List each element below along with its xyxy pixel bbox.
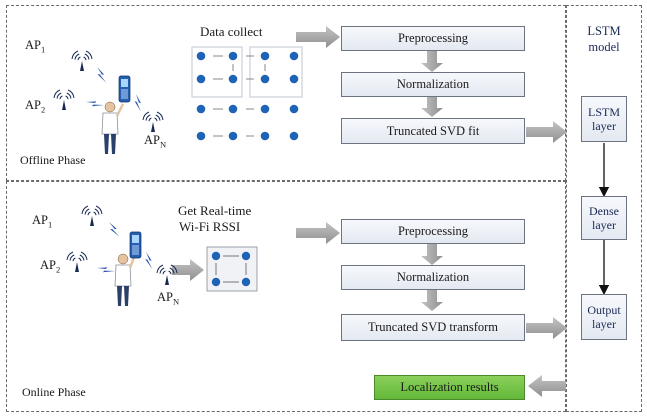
wifi-apn-online-icon	[156, 264, 178, 285]
rssi-dot	[211, 277, 221, 287]
rssi-dot	[211, 251, 221, 261]
signal-bolt-icon	[86, 101, 105, 107]
realtime-rssi-label-line1: Get Real-time	[178, 203, 252, 218]
grid-dash-lines	[213, 55, 266, 137]
offline-normalization-box: Normalization	[341, 72, 525, 97]
online-normalization-box: Normalization	[341, 265, 525, 290]
arrow-model-to-results	[528, 375, 566, 397]
dense-layer-line1: Dense	[589, 203, 619, 218]
data-point-dot	[228, 104, 238, 114]
rssi-dot	[241, 277, 251, 287]
lstm-model-title: LSTM model	[566, 24, 642, 55]
data-point-dot	[260, 104, 270, 114]
offline-person-icon	[101, 101, 125, 154]
data-point-dot	[228, 131, 238, 141]
dense-layer-box: Dense layer	[581, 196, 627, 240]
signal-bolt-icon	[134, 94, 141, 112]
truncated-svd-transform-box: Truncated SVD transform	[341, 314, 525, 341]
offline-panel	[6, 5, 566, 181]
online-ap1-label: AP1	[32, 213, 53, 230]
wifi-ap2-offline-icon	[53, 89, 75, 110]
online-preprocessing-box: Preprocessing	[341, 219, 525, 244]
lstm-layer-line1: LSTM	[587, 104, 620, 119]
localization-results-box: Localization results	[374, 375, 525, 400]
arrow-svd-fit-to-model	[526, 121, 567, 143]
data-point-dot	[196, 74, 206, 84]
realtime-rssi-label-line2: Wi-Fi RSSI	[179, 219, 241, 234]
online-panel	[6, 181, 566, 412]
truncated-svd-fit-box: Truncated SVD fit	[341, 118, 525, 144]
signal-bolt-icon	[109, 222, 120, 237]
data-point-dot	[260, 74, 270, 84]
online-phone-icon	[129, 231, 142, 259]
data-point-dot	[260, 131, 270, 141]
lstm-layer-box: LSTM layer	[581, 96, 627, 142]
data-point-dot	[289, 104, 299, 114]
model-panel	[566, 5, 642, 412]
data-collect-grid	[191, 46, 303, 98]
arrow-pre-to-norm-offline	[421, 51, 443, 72]
wifi-ap1-online-icon	[81, 205, 103, 226]
data-collect-label: Data collect	[200, 24, 263, 39]
dense-layer-line2: layer	[592, 218, 616, 232]
offline-phone-icon	[118, 75, 131, 103]
data-point-dot	[196, 131, 206, 141]
online-phase-label: Online Phase	[22, 385, 86, 399]
offline-ap1-label: AP1	[25, 38, 46, 55]
arrow-person-to-rssi	[172, 259, 204, 281]
offline-ap2-label: AP2	[25, 98, 46, 115]
data-point-dot	[228, 74, 238, 84]
rssi-grid-dots	[211, 251, 251, 287]
rssi-dot	[241, 251, 251, 261]
lstm-model-title-line2: model	[588, 39, 620, 54]
wifi-apn-offline-icon	[142, 111, 164, 132]
data-point-dot	[228, 51, 238, 61]
online-apn-label: APN	[157, 290, 180, 307]
offline-phase-label: Offline Phase	[20, 153, 86, 167]
signal-bolt-icon	[145, 252, 153, 270]
data-point-dot	[196, 51, 206, 61]
arrow-rssi-to-preprocessing	[296, 222, 340, 244]
wifi-ap1-offline-icon	[71, 50, 93, 71]
signal-bolt-icon	[97, 267, 116, 273]
data-point-dot	[289, 74, 299, 84]
arrow-svd-transform-to-model	[526, 317, 567, 339]
data-point-dot	[196, 104, 206, 114]
wifi-ap2-online-icon	[66, 251, 88, 272]
signal-bolt-icon	[97, 67, 107, 83]
online-person-icon	[114, 251, 138, 306]
output-layer-line2: layer	[592, 317, 616, 331]
output-layer-line1: Output	[587, 302, 621, 317]
online-ap2-label: AP2	[40, 258, 61, 275]
data-collect-dots	[196, 51, 299, 141]
data-point-dot	[260, 51, 270, 61]
arrow-pre-to-norm-online	[421, 244, 443, 265]
offline-apn-label: APN	[144, 133, 167, 150]
arrow-norm-to-svd-offline	[421, 96, 443, 117]
arrow-collect-to-preprocessing	[296, 26, 340, 48]
lstm-model-title-line1: LSTM	[587, 24, 621, 38]
offline-preprocessing-box: Preprocessing	[341, 26, 525, 51]
arrow-norm-to-svd-online	[421, 290, 443, 311]
data-point-dot	[289, 131, 299, 141]
lstm-layer-line2: layer	[592, 119, 616, 133]
output-layer-box: Output layer	[581, 294, 627, 340]
data-point-dot	[289, 51, 299, 61]
